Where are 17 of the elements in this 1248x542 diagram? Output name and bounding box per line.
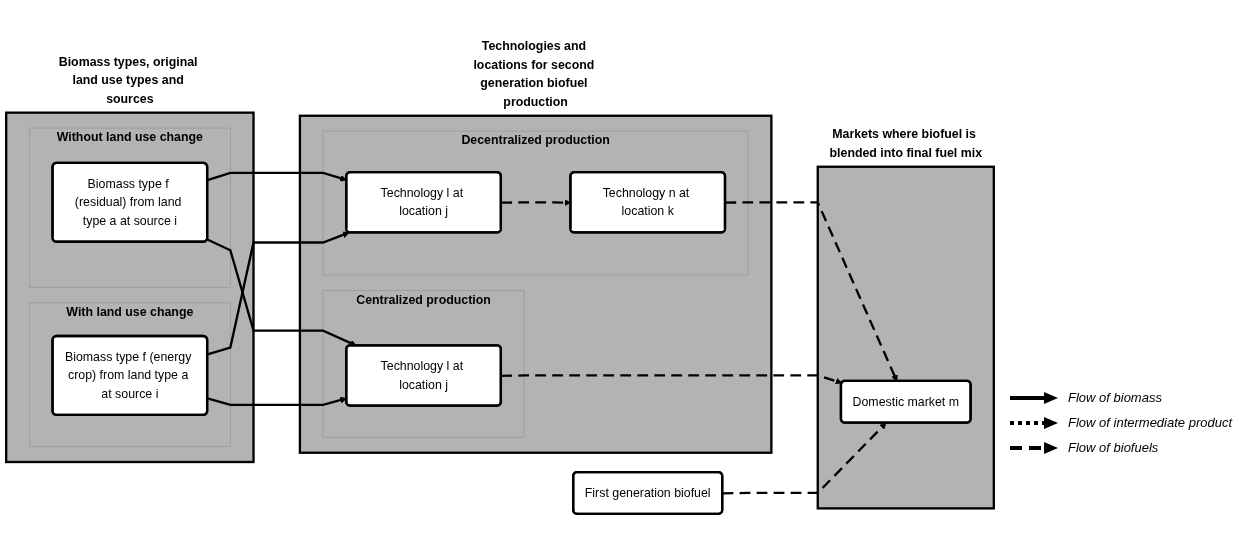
legend-text: Flow of intermediate product xyxy=(1068,415,1233,430)
cluster xyxy=(322,289,525,438)
legend-text: Flow of biofuels xyxy=(1068,440,1159,455)
cluster xyxy=(29,127,231,288)
cluster xyxy=(5,111,255,463)
arrow xyxy=(207,171,347,182)
arrow xyxy=(207,396,347,406)
flowchart-drawing: Technologies and locations for second generation biofuel production Biomass types, original land use types and sources Without land use change Markets where biofuel is blended into final fuel mix Decentralized production Biomass type f (residual) from land type a at source i Technology l at location j Technology n at location k Centralized production With land use change Biomass type f (energy crop) from land type a at source i Technology l at location j Domestic market m First generation biofuel xyxy=(0,22,1000,520)
arrow xyxy=(501,373,843,384)
legend-text: Flow of biomass xyxy=(1068,390,1162,405)
cluster xyxy=(816,165,995,510)
arrow xyxy=(722,422,887,494)
cluster xyxy=(298,114,773,454)
cluster xyxy=(322,130,749,275)
cluster xyxy=(29,301,231,447)
arrow xyxy=(206,237,357,346)
arrow xyxy=(207,231,350,356)
